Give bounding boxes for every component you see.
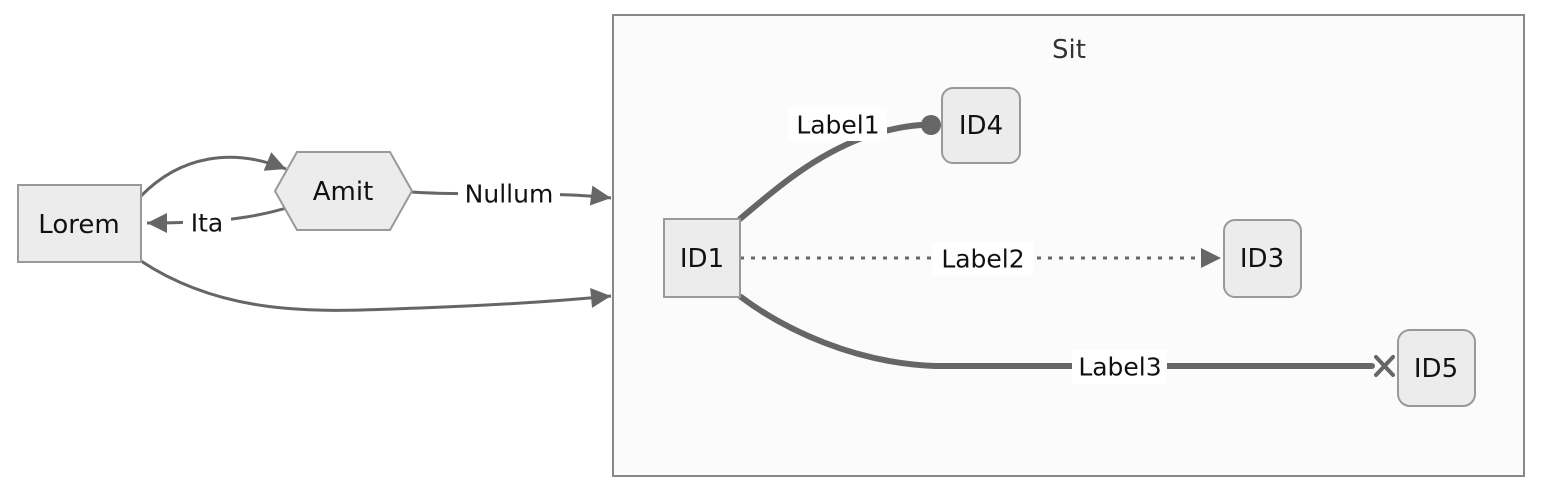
edge-label-bg (183, 204, 231, 240)
node-id3-shape (1223, 219, 1302, 298)
node-lorem-shape (17, 184, 142, 263)
edge-label-bg (458, 175, 560, 211)
node-id3: ID3 (1223, 219, 1302, 298)
svg-text:Nullum: Nullum (465, 180, 554, 209)
svg-text:ID3: ID3 (1240, 244, 1284, 274)
edge-label-label2: Label2 (932, 242, 1033, 276)
edge-label-bg (932, 242, 1033, 276)
node-lorem: Lorem (17, 184, 142, 263)
cluster-sit-border (612, 14, 1525, 477)
svg-text:Ita: Ita (191, 209, 224, 238)
edge-label-bg (788, 107, 887, 141)
node-id4: ID4 (941, 87, 1021, 164)
edge-label-bg (1072, 350, 1167, 384)
edge-label-label3: Label3 (1072, 350, 1167, 384)
cluster-sit-title: Sit (1052, 35, 1086, 65)
node-amit-shape (273, 151, 414, 231)
svg-text:ID5: ID5 (1414, 354, 1458, 384)
edge-label-nullum: Nullum (458, 175, 560, 211)
svg-text:ID4: ID4 (959, 111, 1003, 141)
svg-text:Label3: Label3 (1078, 353, 1161, 382)
edge-lorem-to-amit (139, 152, 287, 198)
svg-text:Amit: Amit (313, 177, 374, 207)
node-id5-shape (1397, 329, 1476, 407)
node-amit: Amit (273, 151, 414, 231)
svg-text:Label1: Label1 (796, 111, 879, 140)
edge-label-ita: Ita (183, 204, 231, 240)
node-id1: ID1 (663, 218, 741, 298)
cluster-sit: Sit (612, 14, 1525, 477)
edge-label-label1: Label1 (788, 107, 887, 141)
edge-amit-to-lorem (146, 204, 294, 233)
circle-terminal-icon (921, 115, 941, 135)
node-id4-shape (941, 87, 1021, 164)
cross-terminal-icon (1374, 355, 1395, 377)
svg-text:Label2: Label2 (941, 245, 1024, 274)
node-id5: ID5 (1397, 329, 1476, 407)
node-id1-shape (663, 218, 741, 298)
edge-lorem-to-cluster (140, 259, 612, 312)
svg-text:Lorem: Lorem (38, 210, 119, 240)
edge-id1-to-id5 (738, 294, 1375, 369)
edge-id1-to-id4 (737, 122, 924, 222)
svg-text:ID1: ID1 (680, 244, 724, 274)
